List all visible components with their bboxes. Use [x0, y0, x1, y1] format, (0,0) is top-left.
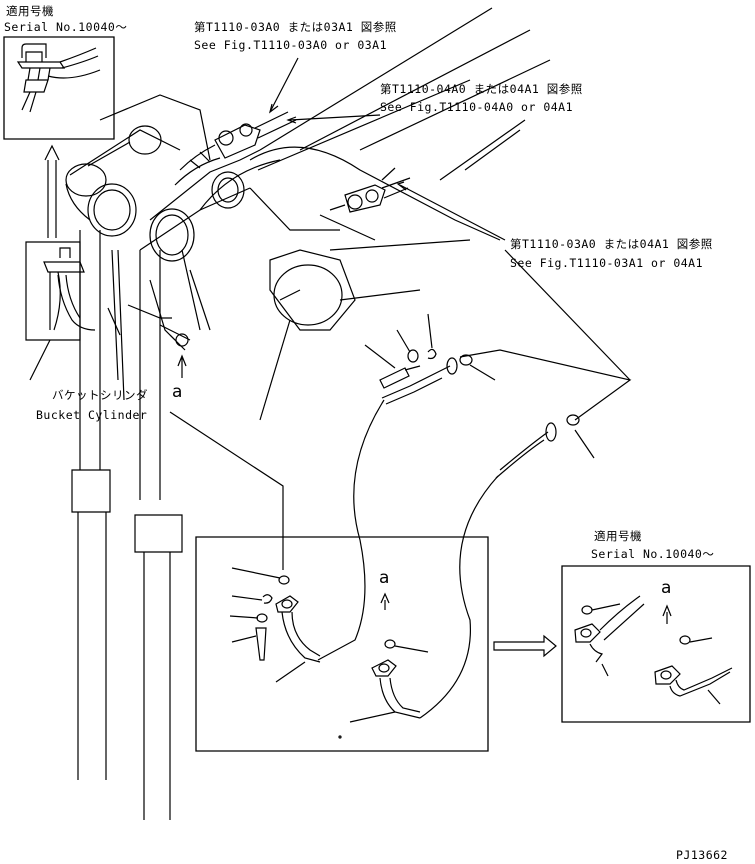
arm-structure: [66, 8, 550, 420]
hoses-near-cylinders: [30, 275, 190, 380]
reference-2-jp: 第T1110-04A0 または04A1 図参照: [380, 82, 583, 96]
serial-label-jp-right: 適用号機: [594, 529, 642, 543]
reference-3-en: See Fig.T1110-03A1 or 04A1: [510, 256, 704, 270]
arrow-to-right-detail: [494, 636, 556, 656]
reference-1-en: See Fig.T1110-03A0 or 03A1: [194, 38, 388, 52]
view-a-label-detail: a: [379, 568, 390, 588]
bracket-detail-left: [26, 242, 84, 340]
bucket-cylinder-leader: [170, 412, 283, 570]
arrow-a-main: [178, 356, 186, 378]
bucket-cylinder-label-jp: バケットシリンダ: [52, 388, 148, 402]
inset-top-left: [4, 37, 114, 139]
serial-label-jp-top: 適用号機: [6, 4, 54, 18]
reference-1-jp: 第T1110-03A0 または03A1 図参照: [194, 20, 397, 34]
reference-3-jp: 第T1110-03A0 または04A1 図参照: [510, 237, 713, 251]
reference-2-en: See Fig.T1110-04A0 or 04A1: [380, 100, 574, 114]
exploded-parts: [318, 314, 630, 718]
serial-label-en-right: Serial No.10040～: [591, 547, 715, 561]
drawing-number: PJ13662: [676, 848, 728, 862]
bucket-cylinders: [72, 230, 210, 820]
long-leaders: [108, 250, 630, 380]
bucket-cylinder-label-en: Bucket Cylinder: [36, 408, 148, 422]
view-a-label-right: a: [661, 578, 672, 598]
detail-box-right: [562, 566, 750, 722]
reference-leaders: [270, 58, 505, 240]
serial-label-en-top: Serial No.10040～: [4, 20, 128, 34]
detail-box-center: [196, 537, 488, 751]
view-a-label-main: a: [172, 382, 183, 402]
arrow-up-to-inset: [45, 146, 59, 238]
hose-fittings-top: [175, 112, 410, 240]
